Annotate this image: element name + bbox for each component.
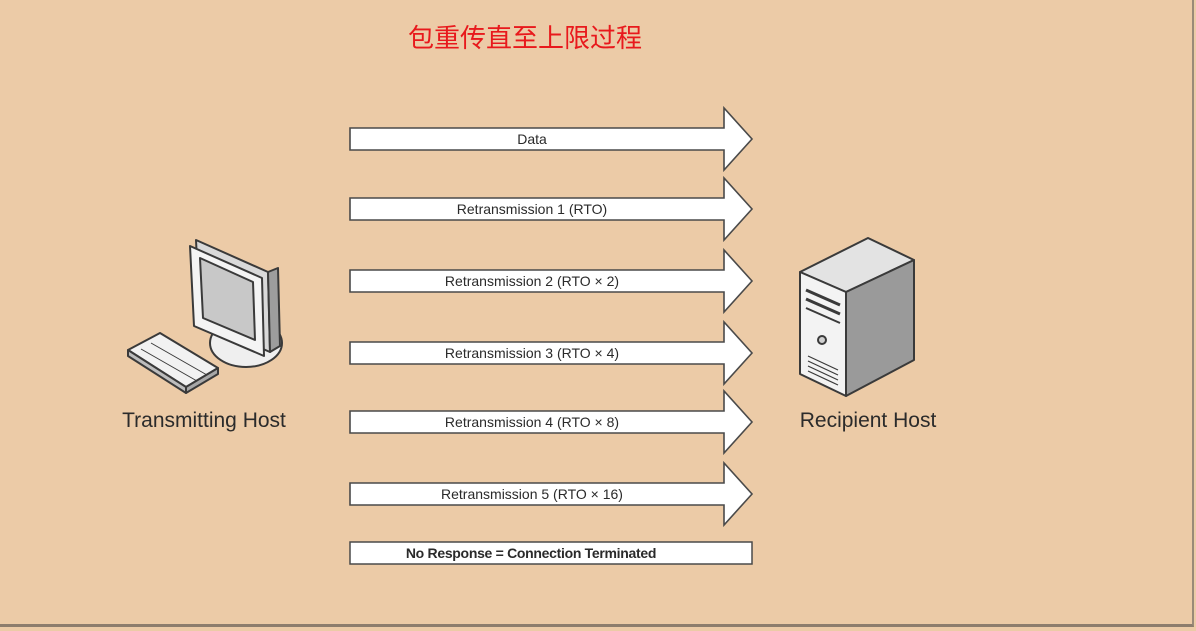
arrow-shape: [349, 388, 754, 456]
desktop-computer-icon: [127, 239, 283, 394]
arrow-3: Retransmission 3 (RTO × 4): [349, 319, 754, 387]
arrow-label: Retransmission 2 (RTO × 2): [445, 273, 619, 289]
arrow-label: Retransmission 1 (RTO): [457, 201, 607, 217]
arrow-shape: [349, 460, 754, 528]
arrow-5: Retransmission 5 (RTO × 16): [349, 460, 754, 528]
arrow-shape: [349, 247, 754, 315]
arrow-2: Retransmission 2 (RTO × 2): [349, 247, 754, 315]
arrow-0: Data: [349, 105, 754, 173]
diagram-title: 包重传直至上限过程: [407, 24, 642, 54]
arrow-label: Retransmission 5 (RTO × 16): [441, 486, 623, 502]
arrow-4: Retransmission 4 (RTO × 8): [349, 388, 754, 456]
arrow-shape: [349, 175, 754, 243]
arrow-label: Retransmission 3 (RTO × 4): [445, 345, 619, 361]
arrow-shape: [349, 319, 754, 387]
arrow-1: Retransmission 1 (RTO): [349, 175, 754, 243]
server-tower-icon: [799, 237, 915, 397]
termination-label: No Response = Connection Terminated: [406, 545, 656, 561]
arrow-shape: [349, 105, 754, 173]
arrow-label: Retransmission 4 (RTO × 8): [445, 414, 619, 430]
arrow-label: Data: [517, 131, 547, 147]
recipient-host-label: Recipient Host: [800, 409, 937, 432]
transmitting-host-label: Transmitting Host: [122, 409, 286, 432]
termination-box: No Response = Connection Terminated: [349, 541, 753, 565]
